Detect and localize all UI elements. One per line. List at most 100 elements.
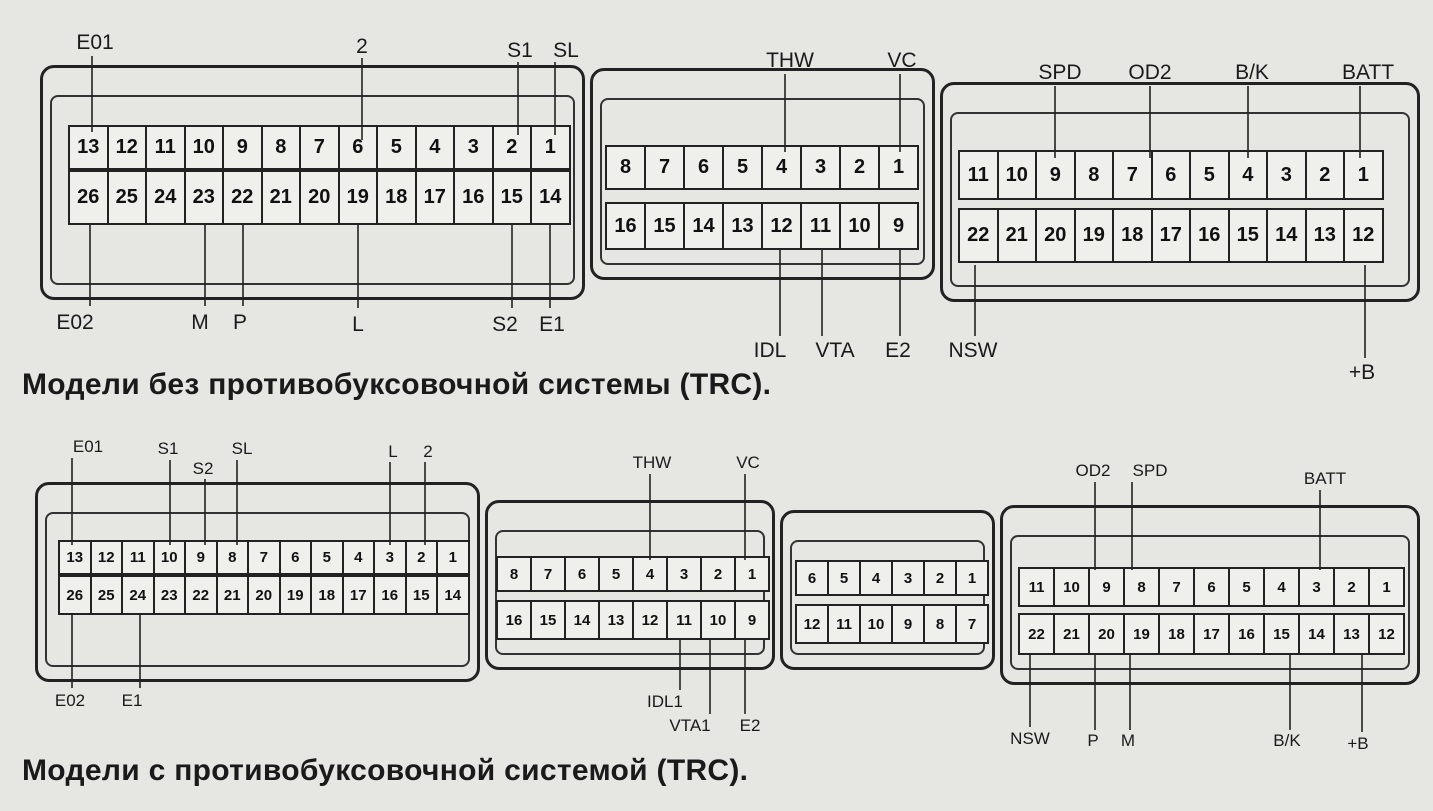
connector-pin: 7 xyxy=(247,540,281,575)
connector-pin: 10 xyxy=(996,150,1037,200)
connector-pin: 18 xyxy=(1158,613,1195,655)
connector-pin: 4 xyxy=(341,540,375,575)
pin-label: S1 xyxy=(157,439,179,458)
connector-pin: 11 xyxy=(121,540,155,575)
connector-pin: 8 xyxy=(1123,567,1160,607)
connector-shell xyxy=(1010,535,1410,670)
connector-pin: 6 xyxy=(564,556,600,592)
connector-pin: 2 xyxy=(404,540,438,575)
connector-pin: 16 xyxy=(453,170,494,225)
pin-label: SPD xyxy=(1132,461,1168,480)
pin-label: E01 xyxy=(72,437,104,456)
pin-label: IDL1 xyxy=(647,692,683,711)
pin-label: OD2 xyxy=(1075,461,1111,480)
connector-pin: 13 xyxy=(1333,613,1370,655)
connector-pin: 6 xyxy=(1150,150,1191,200)
connector-pin: 2 xyxy=(1333,567,1370,607)
pin-label: THW xyxy=(632,453,672,472)
connector-pin: 21 xyxy=(260,170,301,225)
connector-pin: 3 xyxy=(666,556,702,592)
connector-pin: 13 xyxy=(58,540,92,575)
connector-pin: 19 xyxy=(1123,613,1160,655)
pin-label: SPD xyxy=(1038,61,1082,84)
connector-housing xyxy=(940,82,1420,302)
pin-label: SL xyxy=(553,39,579,62)
connector-pin: 3 xyxy=(1298,567,1335,607)
connector-pin: 18 xyxy=(376,170,417,225)
pin-label: P xyxy=(232,311,248,334)
connector-pin: 8 xyxy=(605,145,646,190)
connector-pin: 3 xyxy=(1266,150,1307,200)
connector-pin: 16 xyxy=(1228,613,1265,655)
connector-pin: 21 xyxy=(1053,613,1090,655)
connector-pin: 19 xyxy=(337,170,378,225)
connector-pin: 1 xyxy=(1343,150,1384,200)
connector-pin: 1 xyxy=(955,560,989,596)
connector-housing xyxy=(590,68,935,280)
pin-label: B/K xyxy=(1235,61,1269,84)
pin-label: SL xyxy=(231,439,253,458)
connector-pin: 14 xyxy=(1266,208,1307,263)
connector-pin: 1 xyxy=(734,556,770,592)
connector-pin: 14 xyxy=(436,575,470,615)
pin-label: 2 xyxy=(423,442,433,461)
pin-label: BATT xyxy=(1341,61,1395,84)
connector-pin: 1 xyxy=(878,145,919,190)
pin-label: VTA1 xyxy=(669,716,711,735)
connector-pin: 11 xyxy=(800,202,841,250)
connector-pin: 17 xyxy=(414,170,455,225)
connector-pin: 22 xyxy=(958,208,999,263)
connector-pin: 23 xyxy=(183,170,224,225)
connector-pin: 12 xyxy=(89,540,123,575)
connector-pin: 9 xyxy=(891,604,925,644)
connector-shell xyxy=(600,98,925,265)
connector-pin: 18 xyxy=(310,575,344,615)
pin-label: E02 xyxy=(56,311,94,334)
connector-pin: 14 xyxy=(564,600,600,640)
connector-pin: 1 xyxy=(1368,567,1405,607)
pin-label: P xyxy=(1087,731,1099,750)
pin-label: VC xyxy=(736,453,760,472)
connector-shell xyxy=(50,95,575,285)
connector-shell xyxy=(495,530,765,655)
connector-pin: 14 xyxy=(530,170,571,225)
connector-pin: 14 xyxy=(1298,613,1335,655)
pin-label: S2 xyxy=(192,459,214,478)
connector-housing xyxy=(780,510,995,670)
pin-label: S2 xyxy=(492,313,518,336)
connector-pin: 4 xyxy=(1227,150,1268,200)
connector-pin: 8 xyxy=(496,556,532,592)
pin-label: VC xyxy=(887,49,917,72)
connector-pin: 11 xyxy=(958,150,999,200)
pin-label: E02 xyxy=(54,691,86,710)
connector-pin: 4 xyxy=(1263,567,1300,607)
connector-pin: 15 xyxy=(491,170,532,225)
connector-pin: 12 xyxy=(1343,208,1384,263)
pin-label: L xyxy=(388,442,398,461)
connector-pin: 26 xyxy=(58,575,92,615)
pin-label: E2 xyxy=(739,716,761,735)
connector-pin: 24 xyxy=(121,575,155,615)
connector-pin: 12 xyxy=(106,125,147,170)
connector-pin: 7 xyxy=(955,604,989,644)
connector-pin: 10 xyxy=(183,125,224,170)
connector-pin: 18 xyxy=(1112,208,1153,263)
pin-label: BATT xyxy=(1303,469,1347,488)
connector-housing xyxy=(485,500,775,670)
connector-pin: 13 xyxy=(1304,208,1345,263)
pin-label: THW xyxy=(766,49,814,72)
connector-housing xyxy=(35,482,480,682)
connector-pin: 10 xyxy=(839,202,880,250)
connector-pin: 15 xyxy=(1263,613,1300,655)
connector-pin: 5 xyxy=(827,560,861,596)
pin-label: M xyxy=(191,311,209,334)
pin-label: E1 xyxy=(121,691,143,710)
connector-housing xyxy=(1000,505,1420,685)
connector-pin: 1 xyxy=(530,125,571,170)
connector-pin: 6 xyxy=(337,125,378,170)
connector-pin: 25 xyxy=(89,575,123,615)
pin-label: VTA xyxy=(815,339,855,362)
connector-pin: 9 xyxy=(878,202,919,250)
connector-housing xyxy=(40,65,585,300)
